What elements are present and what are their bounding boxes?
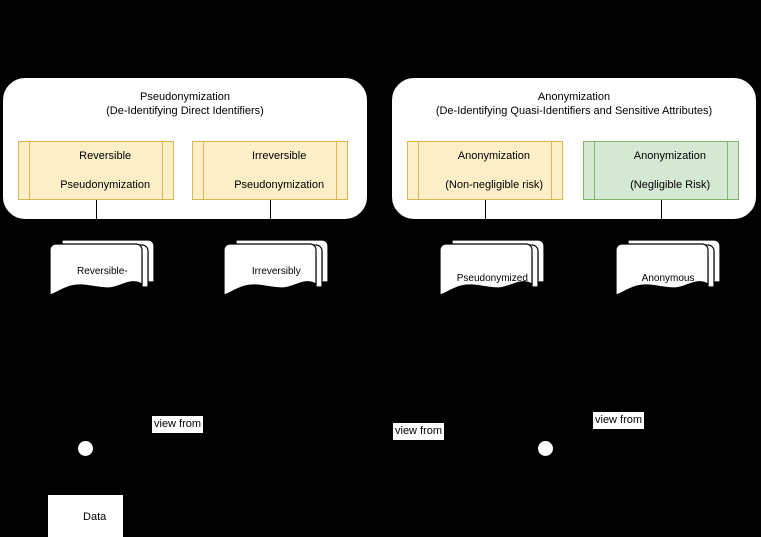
doc-pseudonymized[interactable]: Pseudonymized [434,234,549,296]
box-irreversible-pseudonymization-line2: Pseudonymization [234,178,325,191]
actor-data-custodian-label: Data Custodian [48,495,123,537]
connector-reversible-down [96,200,97,219]
group-anonymization-title-line2: (De-Identifying Quasi-Identifiers and Se… [435,105,713,117]
box-reversible-pseudonymization[interactable]: Reversible Pseudonymization [18,141,174,200]
multi-document-icon [49,239,155,296]
edge-doc3-vertical [485,300,486,431]
connector-anon-neg-down [661,200,662,219]
subroutine-bar-left [418,141,419,200]
subroutine-bar-right [551,141,552,200]
box-reversible-pseudonymization-line2: Pseudonymization [60,178,151,191]
edge-label-view-from-1: view from [152,416,204,433]
edge-doc3-horizontal [485,431,546,432]
multi-document-icon [439,239,545,296]
actor-leg-left-icon [77,476,86,492]
actor-head-icon [538,441,553,456]
subroutine-bar-left [29,141,30,200]
actor-label-line1: Data [83,511,107,523]
doc-irreversibly-pseudonymized[interactable]: Irreversibly Pseudonymized [218,234,333,303]
box-reversible-pseudonymization-line1: Reversible [79,149,132,162]
box-irreversible-pseudonymization-line1: Irreversible [251,149,307,162]
actor-head-icon [78,441,93,456]
actor-leg-left-icon [537,476,546,492]
doc-anonymous[interactable]: Anonymous [610,234,725,296]
group-pseudonymization-title-line2: (De-Identifying Direct Identifiers) [106,105,264,117]
edge-actor2-vertical [546,431,547,441]
actor-leg-right-icon [85,476,94,492]
box-irreversible-pseudonymization[interactable]: Irreversible Pseudonymization [192,141,348,200]
group-anonymization-title-line1: Anonymization [537,91,611,103]
actor-body-icon [85,456,86,478]
actor-body-icon [545,456,546,478]
edge-label-view-from-3: view from [593,412,645,429]
box-anonymization-non-negligible-line2: (Non-negligible risk) [445,178,544,191]
box-anonymization-negligible-line2: (Negligible Risk) [630,178,711,191]
subroutine-bar-left [594,141,595,200]
actor-leg-right-icon [545,476,554,492]
subroutine-bar-left [203,141,204,200]
connector-to-doc-1 [96,219,97,236]
box-anonymization-non-negligible[interactable]: Anonymization (Non-negligible risk) [407,141,563,200]
connector-anon-nonneg-down [485,200,486,219]
box-anonymization-negligible[interactable]: Anonymization (Negligible Risk) [583,141,739,200]
subroutine-bar-right [727,141,728,200]
box-anonymization-negligible-line1: Anonymization [633,149,706,162]
edge-doc4-vertical [661,300,662,424]
subroutine-bar-right [162,141,163,200]
doc-reversible-pseudonymized[interactable]: Reversible- Pseudonymized [44,234,159,303]
multi-document-icon [615,239,721,296]
actor-arms-icon [531,463,560,464]
multi-document-icon [223,239,329,296]
edge-custodian-vertical [86,300,87,440]
actor-arms-icon [71,463,100,464]
edge-doc2-vertical [270,300,271,424]
connector-irreversible-down [270,200,271,219]
subroutine-bar-right [336,141,337,200]
connector-to-doc-4 [661,219,662,236]
connector-to-doc-2 [270,219,271,236]
box-anonymization-non-negligible-line1: Anonymization [457,149,530,162]
group-pseudonymization-title-line1: Pseudonymization [140,91,230,103]
connector-to-doc-3 [485,219,486,236]
edge-label-view-from-2: view from [393,423,445,440]
